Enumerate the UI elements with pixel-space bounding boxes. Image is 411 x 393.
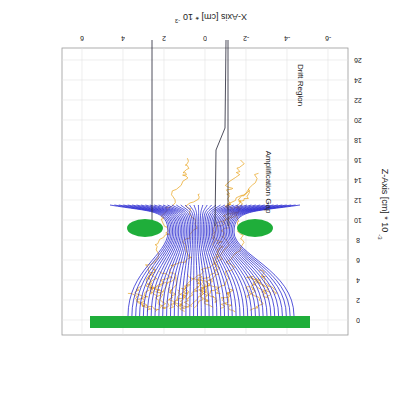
tick-label: 16 [354, 157, 362, 164]
tick-label: 14 [354, 177, 362, 184]
plot-frame [62, 48, 348, 335]
drift-lines [110, 205, 300, 316]
axis-title: Z-Axis [cm] * 10 [380, 168, 389, 232]
tick-label: 6 [356, 257, 360, 264]
mesh-wire [237, 219, 273, 237]
anode [90, 316, 310, 328]
tick-label: 18 [354, 137, 362, 144]
tick-label: 22 [354, 97, 362, 104]
tick-label: 20 [354, 117, 362, 124]
tick-label: -6 [325, 35, 331, 42]
tick-label: 24 [354, 77, 362, 84]
tick-label: 0 [356, 317, 360, 324]
tick-label: 12 [354, 197, 362, 204]
tick-label: 6 [80, 35, 84, 42]
tick-label: 2 [162, 35, 166, 42]
region-label: Amplification Gap [264, 151, 272, 214]
tick-label: 2 [356, 297, 360, 304]
tick-label: -2 [243, 35, 249, 42]
axis-exponent: -3 [175, 18, 180, 24]
tick-label: 4 [121, 35, 125, 42]
mesh-wire [127, 219, 163, 237]
tick-label: 10 [354, 217, 362, 224]
tick-label: 26 [354, 57, 362, 64]
grid [62, 48, 348, 335]
tick-label: 0 [203, 35, 207, 42]
tick-label: -4 [284, 35, 290, 42]
region-label: Drift Region [296, 64, 304, 106]
axis-exponent: -3 [377, 234, 383, 239]
drift-lines-region [152, 40, 228, 228]
tick-label: 8 [356, 237, 360, 244]
axis-title: X-Axis [cm] * 10 [183, 12, 247, 21]
tick-label: 4 [356, 277, 360, 284]
